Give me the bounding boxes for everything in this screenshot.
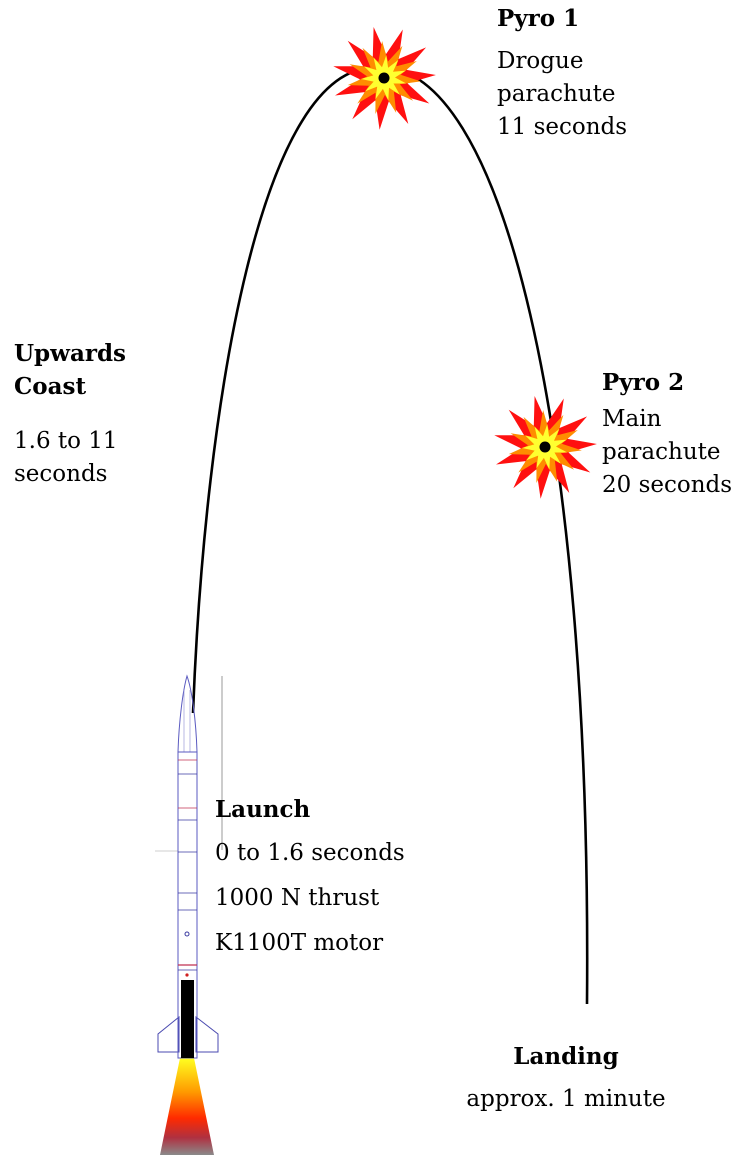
pyro2-line: 20 seconds [602,472,733,498]
coast-title: Upwards [14,340,126,367]
launch-line: K1100T motor [215,930,384,956]
coast-line: seconds [14,461,108,487]
rocket-fin-right [195,1015,219,1053]
pyro1-burst-icon [333,27,436,130]
landing-title: Landing [513,1043,619,1070]
launch-line: 0 to 1.6 seconds [215,840,405,866]
coast-line: 1.6 to 11 [14,428,118,454]
launch-label: Launch 0 to 1.6 seconds 1000 N thrust K1… [215,793,405,972]
launch-title: Launch [215,796,311,823]
rocket-motor [181,980,194,1058]
landing-label: Landing approx. 1 minute [428,1040,704,1116]
launch-line: 1000 N thrust [215,885,380,911]
rocket-fin-left [157,1015,180,1053]
coast-title: Coast [14,373,87,400]
pyro1-line: 11 seconds [497,114,628,140]
pyro2-line: Main [602,406,662,432]
coast-label: Upwards Coast 1.6 to 11 seconds [14,337,126,491]
pyro2-title: Pyro 2 [602,369,685,396]
pyro1-label: Pyro 1 Drogue parachute 11 seconds [497,2,627,144]
pyro2-burst-icon [494,396,597,499]
pyro1-line: Drogue [497,48,584,74]
pyro2-label: Pyro 2 Main parachute 20 seconds [602,366,732,502]
exhaust-flame [160,1058,214,1155]
landing-line: approx. 1 minute [466,1086,666,1112]
pyro2-line: parachute [602,439,721,465]
pyro1-line: parachute [497,81,616,107]
rocket-illustration [157,674,219,1155]
pyro1-title: Pyro 1 [497,5,580,32]
